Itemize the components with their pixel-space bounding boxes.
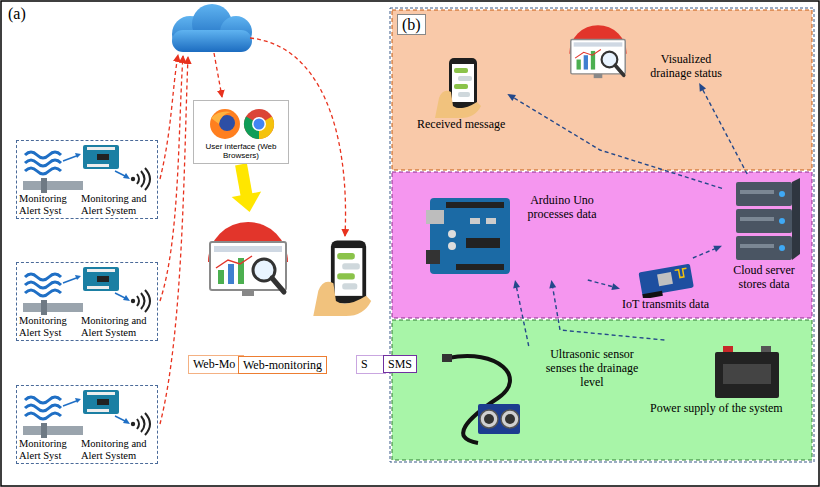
iot-node: IoT transmits data bbox=[620, 258, 711, 314]
arduino-node: Arduino Uno processes data bbox=[424, 192, 606, 280]
node-illustration-use bbox=[736, 178, 800, 260]
browser-box: User interface (Web Browsers) bbox=[193, 100, 289, 164]
node-illustration-use bbox=[638, 264, 694, 298]
node-illustration-use bbox=[210, 109, 274, 139]
node-illustration-use bbox=[23, 267, 150, 315]
text-group: IoT transmits data bbox=[622, 298, 709, 312]
text-group: Ultrasonic sensor senses the drainage le… bbox=[544, 348, 640, 389]
phone-node: Received message bbox=[415, 54, 507, 134]
connector-line bbox=[513, 97, 722, 188]
node-label: Monitoring and Alert System bbox=[81, 315, 155, 338]
node-illustration bbox=[19, 143, 155, 193]
monitoring-unit: Monitoring Alert SystMonitoring and Aler… bbox=[16, 140, 158, 219]
arrow-head bbox=[549, 280, 556, 288]
node-illustration bbox=[197, 104, 287, 142]
connector-line bbox=[702, 89, 747, 174]
arrow-head bbox=[507, 94, 516, 101]
text-group: Power supply of the system bbox=[650, 402, 783, 416]
connector-line bbox=[588, 280, 614, 287]
node-label: IoT transmits data bbox=[622, 298, 709, 312]
node-label: Web-monitoring bbox=[238, 356, 327, 374]
power-node: Power supply of the system bbox=[648, 340, 785, 418]
node-illustration-use bbox=[426, 198, 510, 274]
flow-connector bbox=[513, 280, 529, 346]
node-label: Arduino Uno processes data bbox=[520, 194, 604, 222]
node-illustration-use bbox=[23, 390, 150, 438]
node-label: Cloud server stores data bbox=[724, 264, 804, 292]
node-label: Power supply of the system bbox=[650, 402, 783, 416]
node-illustration-use bbox=[208, 222, 288, 296]
node-label: Visualized drainage status bbox=[640, 53, 732, 81]
node-label: Monitoring and Alert System bbox=[81, 438, 155, 461]
server-node: Cloud server stores data bbox=[722, 174, 806, 294]
node-illustration-use bbox=[715, 346, 779, 398]
node-illustration bbox=[562, 18, 634, 81]
text-group: Cloud server stores data bbox=[724, 264, 804, 292]
node-label: SMS bbox=[388, 357, 412, 371]
text-group: Monitoring Alert SystMonitoring and Aler… bbox=[19, 438, 155, 461]
node-illustration-use bbox=[569, 25, 626, 78]
node-illustration-use bbox=[23, 145, 150, 193]
node-illustration bbox=[636, 260, 696, 298]
node-illustration-use bbox=[435, 58, 481, 118]
flow-connector bbox=[507, 94, 722, 189]
node-illustration bbox=[426, 194, 514, 278]
node-illustration bbox=[711, 342, 783, 402]
overlapped-label: Web-Mo bbox=[188, 355, 244, 374]
sms-box: SMS bbox=[383, 355, 417, 373]
processing-band bbox=[392, 172, 812, 318]
text-group: Monitoring Alert SystMonitoring and Aler… bbox=[19, 315, 155, 338]
monitoring-unit: Monitoring Alert SystMonitoring and Aler… bbox=[16, 262, 158, 341]
node-label: Monitoring Alert Syst bbox=[19, 438, 81, 461]
arrow-head bbox=[611, 283, 620, 290]
user-band bbox=[392, 10, 812, 170]
node-label: Monitoring and Alert System bbox=[81, 193, 155, 216]
panel-label: (a) bbox=[8, 4, 26, 23]
node-label: Monitoring Alert Syst bbox=[19, 315, 81, 338]
flow-connector bbox=[588, 280, 620, 290]
flow-connector bbox=[693, 246, 722, 258]
connector-line bbox=[693, 248, 716, 258]
text-group: SMS bbox=[388, 357, 412, 371]
node-illustration bbox=[438, 348, 538, 448]
node-illustration-use bbox=[442, 354, 520, 443]
dashboard-node: Visualized drainage status bbox=[560, 16, 734, 83]
flow-connector bbox=[232, 164, 262, 212]
flow-connector bbox=[699, 83, 747, 174]
node-label: Monitoring Alert Syst bbox=[19, 193, 81, 216]
arrow-head bbox=[232, 192, 262, 212]
node-illustration bbox=[198, 212, 298, 300]
connector-line bbox=[241, 164, 247, 197]
text-group: Visualized drainage status bbox=[640, 53, 732, 81]
node-label: Received message bbox=[417, 118, 505, 132]
phone-icon bbox=[313, 241, 371, 316]
upload-arrows bbox=[160, 38, 346, 424]
text-group: Arduino Uno processes data bbox=[520, 194, 604, 222]
text-group: Web-monitoring bbox=[238, 355, 327, 374]
node-label: User interface (Web Browsers) bbox=[197, 142, 285, 160]
text-group: Received message bbox=[417, 118, 505, 132]
arrow-head bbox=[513, 280, 520, 289]
overlapped-label: S bbox=[356, 355, 386, 374]
panel-frame bbox=[390, 8, 814, 462]
arrow-head bbox=[713, 246, 722, 252]
node-label: Ultrasonic sensor senses the drainage le… bbox=[544, 348, 640, 389]
node-illustration bbox=[724, 176, 804, 264]
sensor-node: Ultrasonic sensor senses the drainage le… bbox=[436, 346, 642, 450]
text-group: Monitoring Alert SystMonitoring and Aler… bbox=[19, 193, 155, 216]
node-illustration bbox=[19, 265, 155, 315]
monitoring-unit: Monitoring Alert SystMonitoring and Aler… bbox=[16, 385, 158, 464]
sensing-band bbox=[392, 320, 812, 460]
node-illustration bbox=[19, 388, 155, 438]
connector-line bbox=[516, 286, 528, 346]
panel-label: (b) bbox=[397, 14, 426, 35]
web-monitoring-box: Web-monitoring bbox=[198, 212, 327, 374]
cloud-icon bbox=[172, 4, 252, 52]
node-illustration bbox=[431, 56, 491, 118]
text-group: User interface (Web Browsers) bbox=[197, 142, 285, 160]
arrow-head bbox=[699, 83, 706, 92]
